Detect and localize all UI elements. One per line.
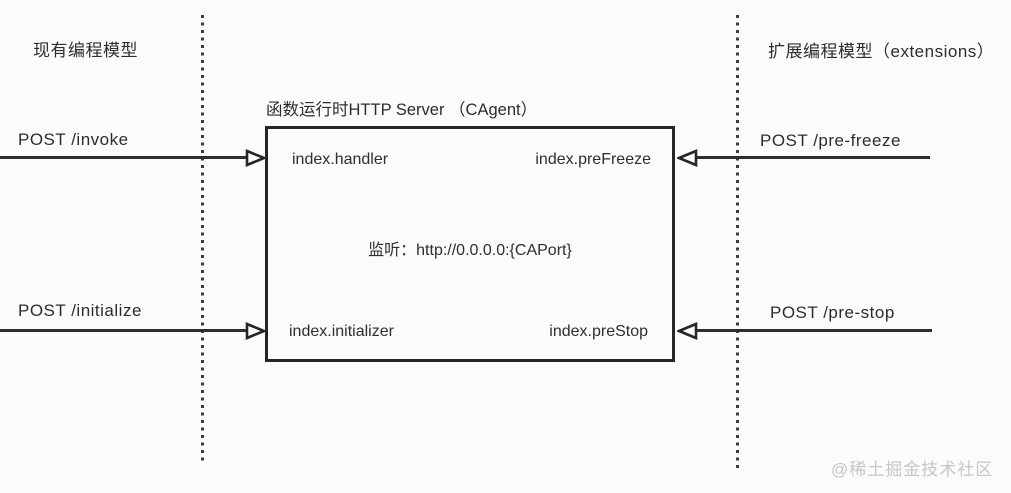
- prefreeze-arrow-line: [694, 156, 930, 159]
- prestop-label: index.preStop: [549, 323, 648, 340]
- right-section-title: 扩展编程模型（extensions）: [768, 42, 995, 61]
- invoke-arrow-line: [0, 156, 250, 159]
- initialize-arrow-label: POST /initialize: [18, 301, 142, 320]
- prefreeze-label: index.preFreeze: [535, 151, 651, 168]
- server-box: index.handler index.preFreeze 监听：http://…: [265, 126, 675, 362]
- listen-address-label: 监听：http://0.0.0.0:{CAPort}: [368, 242, 572, 259]
- prefreeze-arrow-label: POST /pre-freeze: [760, 131, 901, 150]
- invoke-arrowhead-right-icon: [245, 149, 266, 167]
- initialize-arrow-line: [0, 329, 250, 332]
- handler-label: index.handler: [292, 151, 389, 168]
- server-box-title: 函数运行时HTTP Server （CAgent）: [266, 101, 538, 119]
- prestop-arrowhead-left-icon: [677, 322, 698, 340]
- prestop-arrow-label: POST /pre-stop: [770, 303, 895, 322]
- right-dotted-separator: [736, 15, 739, 470]
- watermark: @稀土掘金技术社区: [831, 460, 994, 479]
- left-section-title: 现有编程模型: [33, 41, 138, 60]
- left-dotted-separator: [201, 15, 204, 465]
- prefreeze-arrowhead-left-icon: [677, 149, 698, 167]
- invoke-arrow-label: POST /invoke: [18, 130, 129, 149]
- initialize-arrowhead-right-icon: [245, 322, 266, 340]
- initializer-label: index.initializer: [289, 323, 394, 340]
- prestop-arrow-line: [694, 329, 932, 332]
